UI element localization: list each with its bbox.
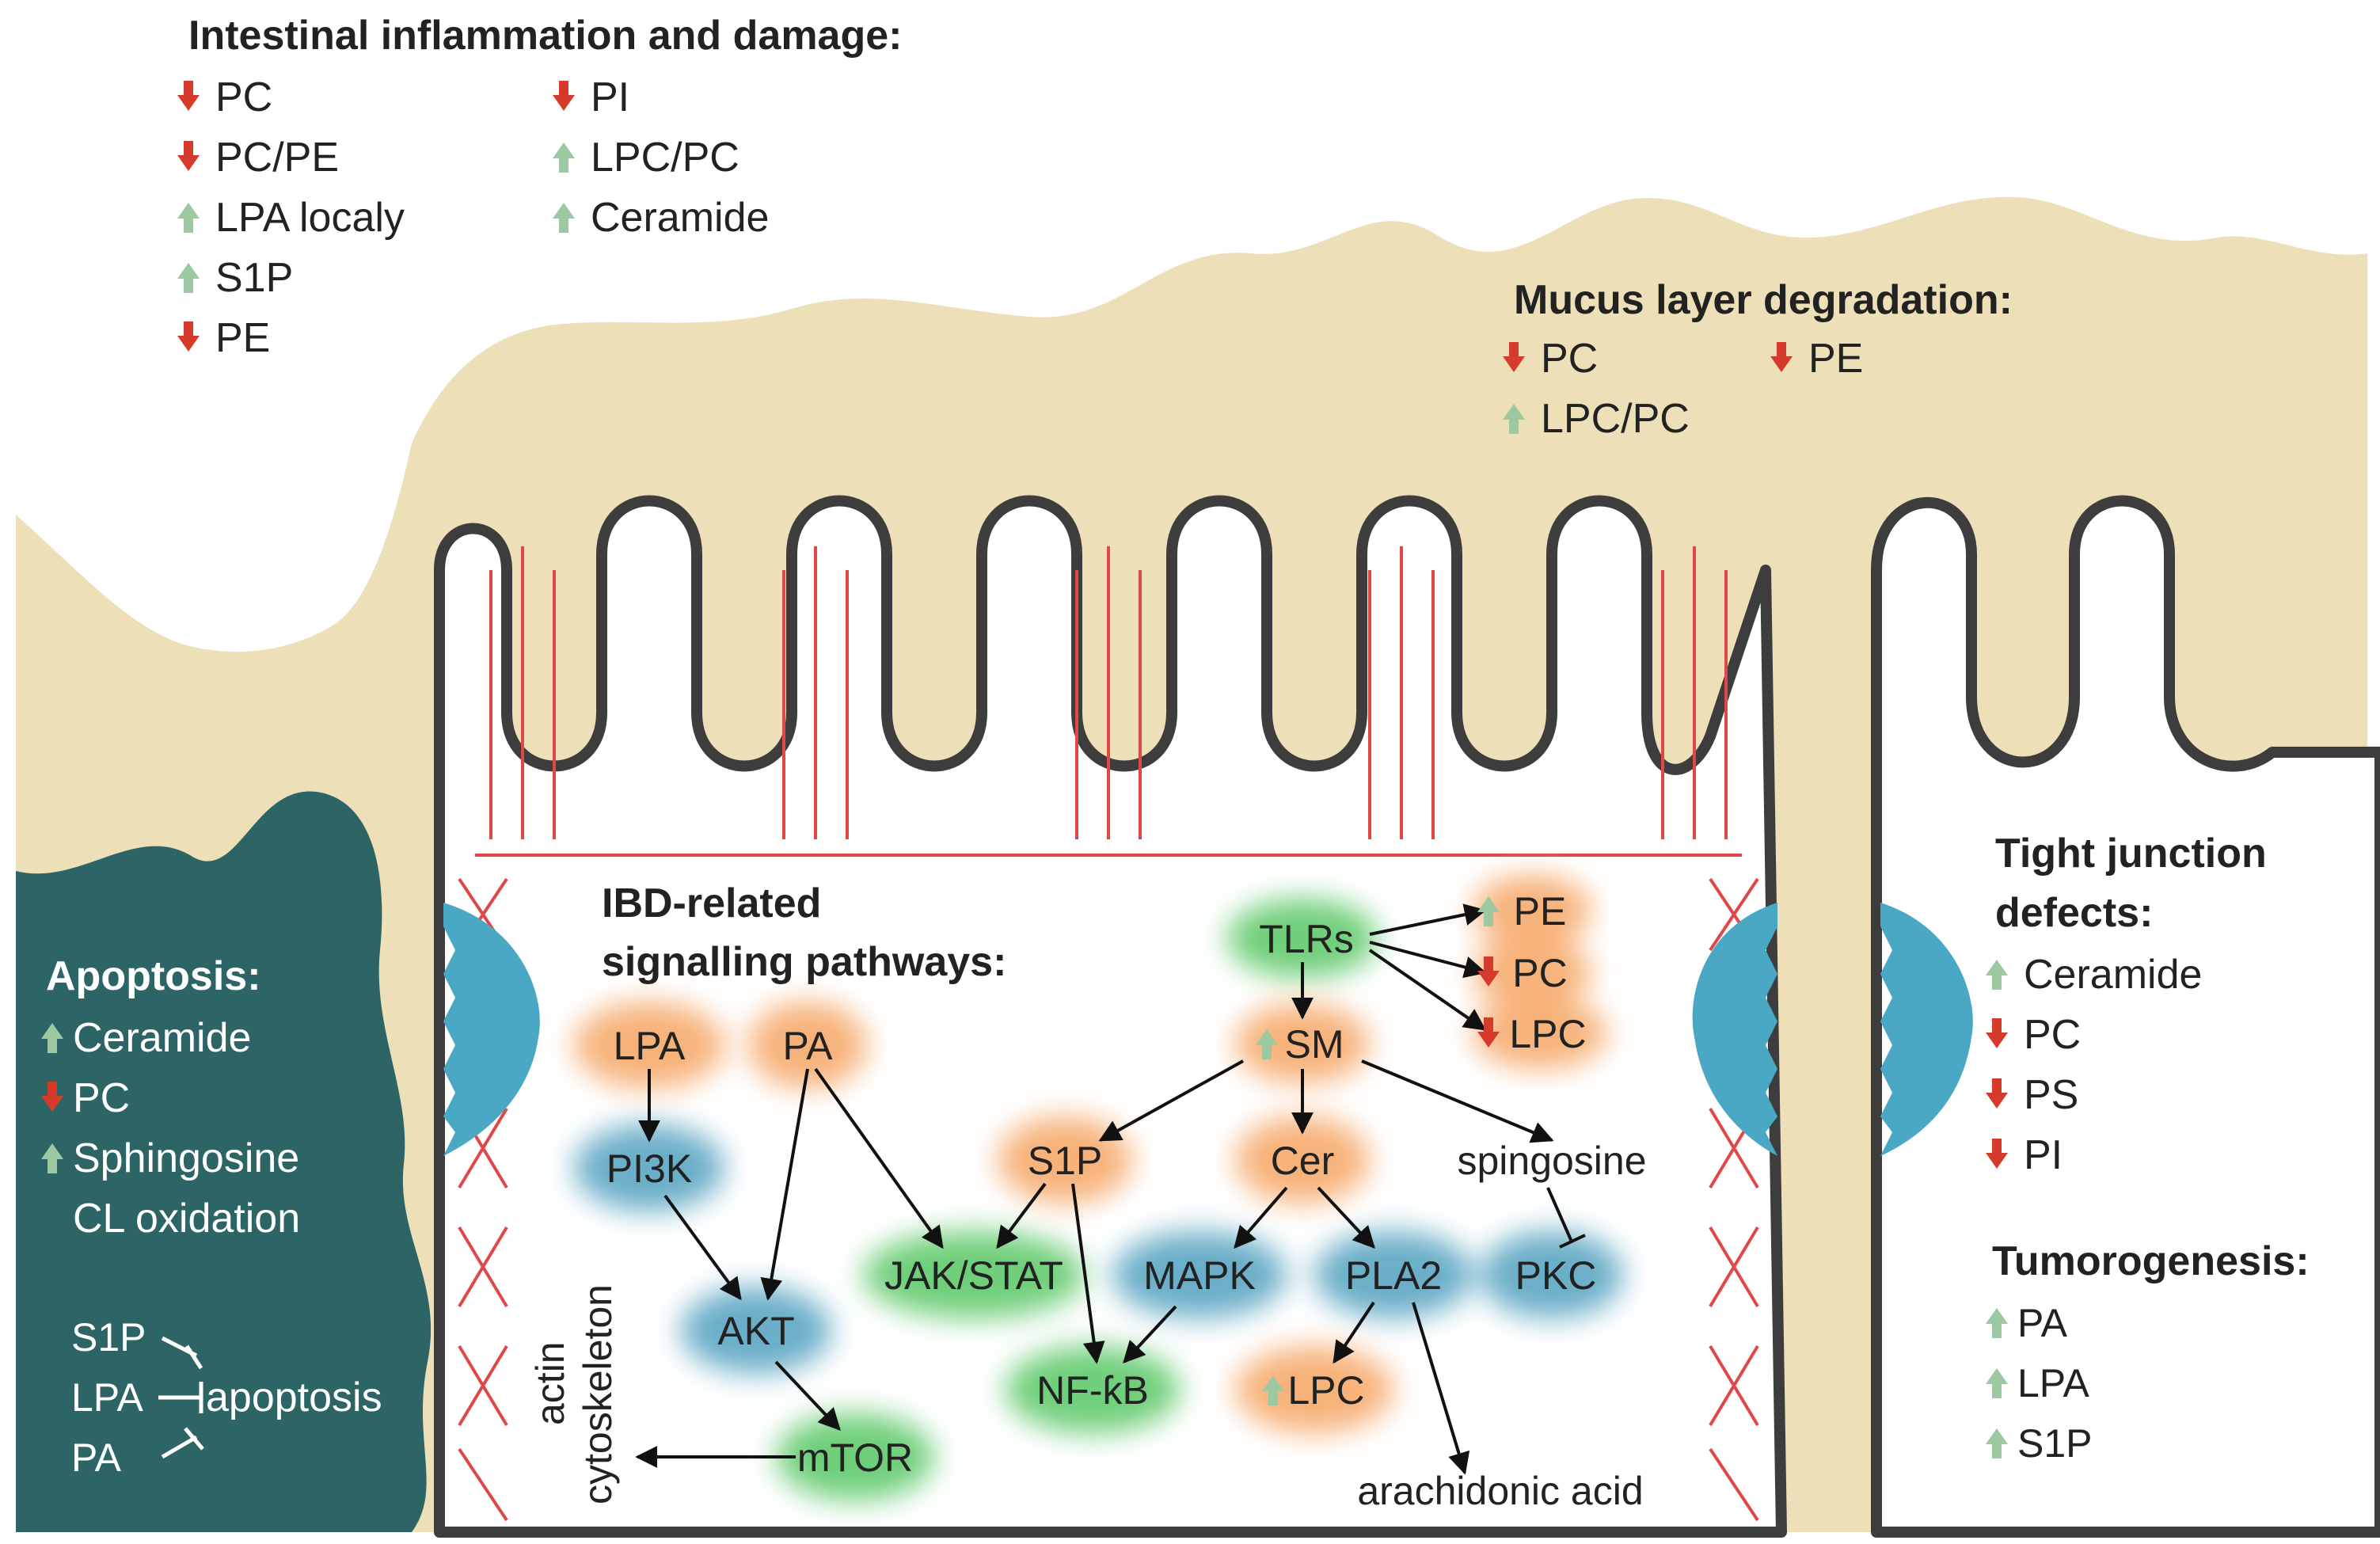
svg-text:CL oxidation: CL oxidation [73, 1196, 300, 1242]
mucus-title: Mucus layer degradation: [1514, 277, 2013, 323]
svg-text:PS: PS [2024, 1072, 2078, 1118]
node-lpa: LPA [614, 1024, 686, 1068]
svg-text:Ceramide: Ceramide [591, 195, 769, 241]
node-lpc: LPC [1287, 1368, 1364, 1413]
tumorigenesis-section: Tumorogenesis: PA LPA S1P [1986, 1238, 2310, 1466]
node-glows [574, 875, 1623, 1500]
node-pc: PC [1512, 951, 1567, 995]
actin-cytoskeleton-label: actin cytoskeleton [528, 1284, 620, 1504]
apoptosis-target: apoptosis [206, 1375, 382, 1420]
apoptosis-section: Apoptosis: Ceramide PC Sphingosine CL ox… [41, 953, 382, 1480]
svg-text:PI: PI [591, 74, 629, 120]
svg-text:cytoskeleton: cytoskeleton [576, 1284, 620, 1504]
svg-text:PA: PA [2017, 1301, 2068, 1345]
pathway-nodes: LPA PA PI3K AKT mTOR JAK/STAT NF-ƙB S1P … [606, 889, 1647, 1513]
node-jakstat: JAK/STAT [884, 1253, 1063, 1298]
mucus-section: Mucus layer degradation: PC PE LPC/PC [1503, 277, 2013, 442]
pathway-edges [635, 903, 1554, 1475]
svg-text:PI: PI [2024, 1132, 2063, 1178]
svg-text:LPA localy: LPA localy [215, 195, 405, 241]
node-nfkb: NF-ƙB [1036, 1368, 1149, 1413]
neighbor-cell [1871, 495, 2380, 1538]
node-lpc-tlr: LPC [1509, 1012, 1586, 1056]
svg-text:PA: PA [71, 1436, 122, 1480]
node-tlrs: TLRs [1259, 917, 1353, 961]
svg-text:PC/PE: PC/PE [215, 135, 339, 181]
svg-text:PC: PC [215, 74, 272, 120]
tight-junction-section: Tight junction defects: Ceramide PC PS P… [1986, 831, 2267, 1178]
node-pkc: PKC [1515, 1253, 1597, 1298]
inhibition-edge [1546, 1187, 1586, 1249]
svg-text:Tight junction: Tight junction [1995, 831, 2267, 877]
svg-text:S1P: S1P [71, 1315, 146, 1360]
svg-text:LPA: LPA [71, 1375, 143, 1420]
apoptosis-title: Apoptosis: [46, 953, 261, 999]
node-sm: SM [1285, 1022, 1344, 1067]
svg-text:LPC/PC: LPC/PC [591, 135, 739, 181]
svg-text:Tumorogenesis:: Tumorogenesis: [1992, 1238, 2310, 1284]
inflammation-section: Intestinal inflammation and damage: PC P… [177, 13, 902, 361]
node-spingosine: spingosine [1457, 1139, 1646, 1183]
svg-text:S1P: S1P [215, 255, 293, 301]
node-pla2: PLA2 [1345, 1253, 1442, 1298]
node-s1p: S1P [1028, 1139, 1103, 1183]
actin-filaments [458, 546, 1759, 1522]
apoptotic-cell [16, 791, 432, 1532]
svg-text:signalling pathways:: signalling pathways: [602, 939, 1006, 985]
svg-text:LPA: LPA [2017, 1361, 2089, 1405]
svg-text:PE: PE [1808, 336, 1863, 382]
svg-text:PC: PC [73, 1075, 130, 1121]
svg-text:Ceramide: Ceramide [2024, 952, 2202, 998]
svg-text:Ceramide: Ceramide [73, 1015, 251, 1061]
svg-text:IBD-related: IBD-related [602, 880, 821, 926]
svg-text:PE: PE [215, 315, 270, 361]
node-akt: AKT [717, 1309, 794, 1353]
node-pa: PA [783, 1024, 834, 1068]
svg-text:PC: PC [1541, 336, 1598, 382]
svg-text:LPC/PC: LPC/PC [1541, 396, 1690, 442]
node-mtor: mTOR [797, 1436, 913, 1480]
node-cer: Cer [1271, 1139, 1335, 1183]
svg-text:defects:: defects: [1995, 890, 2153, 936]
node-pe: PE [1514, 889, 1567, 934]
apoptosis-inhibition-lines [158, 1336, 204, 1459]
node-arachidonic-acid: arachidonic acid [1357, 1469, 1643, 1513]
svg-text:S1P: S1P [2017, 1421, 2093, 1466]
svg-text:PC: PC [2024, 1012, 2081, 1058]
node-mapk: MAPK [1143, 1253, 1256, 1298]
node-pi3k: PI3K [606, 1147, 692, 1191]
svg-text:actin: actin [528, 1341, 572, 1425]
tight-junctions [443, 903, 1973, 1156]
inflammation-title: Intestinal inflammation and damage: [188, 13, 902, 59]
pathways-title: IBD-related signalling pathways: [602, 880, 1006, 985]
svg-text:Sphingosine: Sphingosine [73, 1135, 299, 1181]
